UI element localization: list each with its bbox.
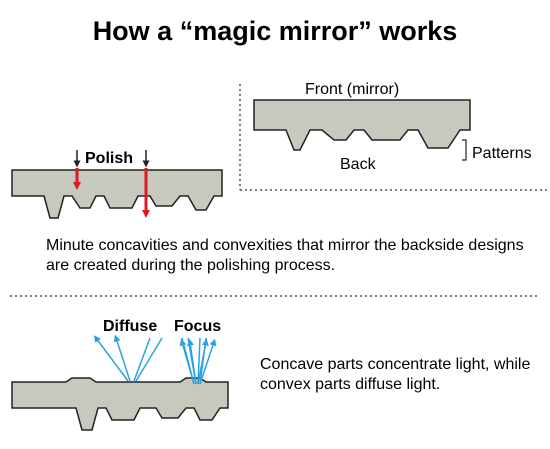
polishing-caption: Minute concavities and convexities that … [46, 237, 524, 274]
patterns-bracket [462, 139, 467, 161]
diffuse-rays [93, 334, 163, 382]
mirror-cross-section-top [253, 99, 471, 151]
patterns-label: Patterns [472, 145, 532, 162]
diffuse-label: Diffuse [103, 318, 157, 335]
front-label: Front (mirror) [305, 81, 399, 98]
mirror-cross-section-polish [11, 169, 223, 219]
light-caption: Concave parts concentrate light, while c… [260, 356, 531, 393]
polish-label: Polish [85, 150, 133, 167]
page-title: How a “magic mirror” works [92, 16, 458, 46]
focus-rays [179, 337, 217, 385]
focus-label: Focus [174, 318, 221, 335]
mirror-cross-section-light [11, 377, 229, 431]
back-label: Back [340, 156, 377, 173]
